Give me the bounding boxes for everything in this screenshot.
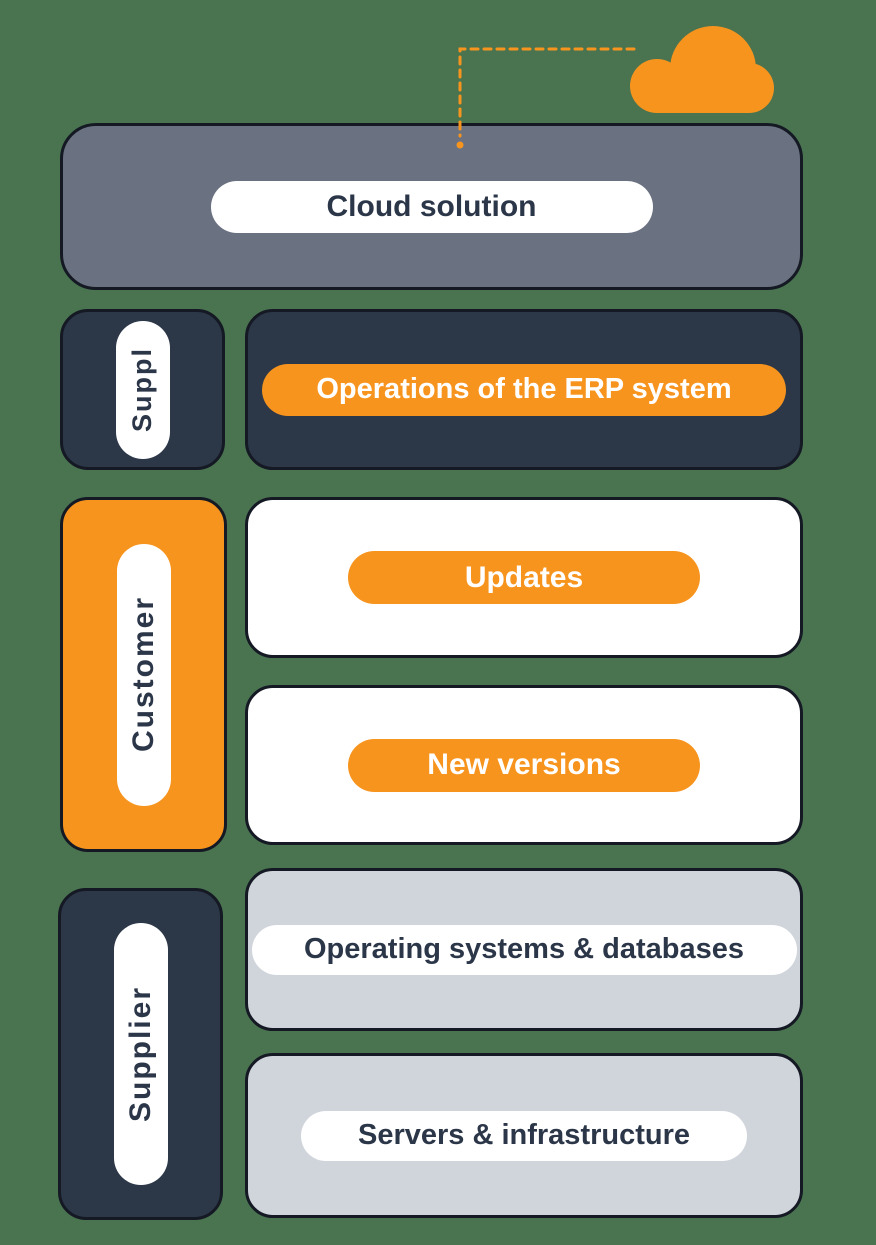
servers-infrastructure-pill: Servers & infrastructure — [301, 1110, 747, 1161]
updates-pill: Updates — [348, 551, 700, 604]
supplier-top-side-box: Suppl — [60, 309, 225, 470]
new-versions-box: New versions — [245, 685, 803, 845]
dashed-connector — [456, 47, 636, 149]
servers-infrastructure-box: Servers & infrastructure — [245, 1053, 803, 1218]
customer-side-box: Customer — [60, 497, 227, 852]
cloud-solution-box: Cloud solution — [60, 123, 803, 290]
customer-side-pill: Customer — [116, 543, 171, 806]
os-databases-label: Operating systems & databases — [303, 933, 744, 965]
customer-side-label: Customer — [126, 596, 160, 753]
erp-operations-pill: Operations of the ERP system — [262, 363, 786, 416]
updates-box: Updates — [245, 497, 803, 658]
new-versions-label: New versions — [427, 748, 621, 781]
os-databases-pill: Operating systems & databases — [251, 924, 797, 975]
erp-operations-label: Operations of the ERP system — [316, 373, 732, 405]
supplier-top-side-label: Suppl — [127, 347, 157, 432]
os-databases-box: Operating systems & databases — [245, 868, 803, 1031]
supplier-side-pill: Supplier — [113, 923, 168, 1185]
supplier-top-side-pill: Suppl — [115, 320, 170, 459]
servers-infrastructure-label: Servers & infrastructure — [357, 1119, 691, 1151]
cloud-solution-pill: Cloud solution — [210, 180, 653, 233]
erp-operations-box: Operations of the ERP system — [245, 309, 803, 470]
cloud-solution-label: Cloud solution — [326, 189, 537, 223]
updates-label: Updates — [464, 560, 584, 594]
cloud-icon — [630, 26, 774, 113]
supplier-side-box: Supplier — [58, 888, 223, 1220]
new-versions-pill: New versions — [348, 738, 700, 792]
supplier-side-label: Supplier — [123, 985, 157, 1122]
